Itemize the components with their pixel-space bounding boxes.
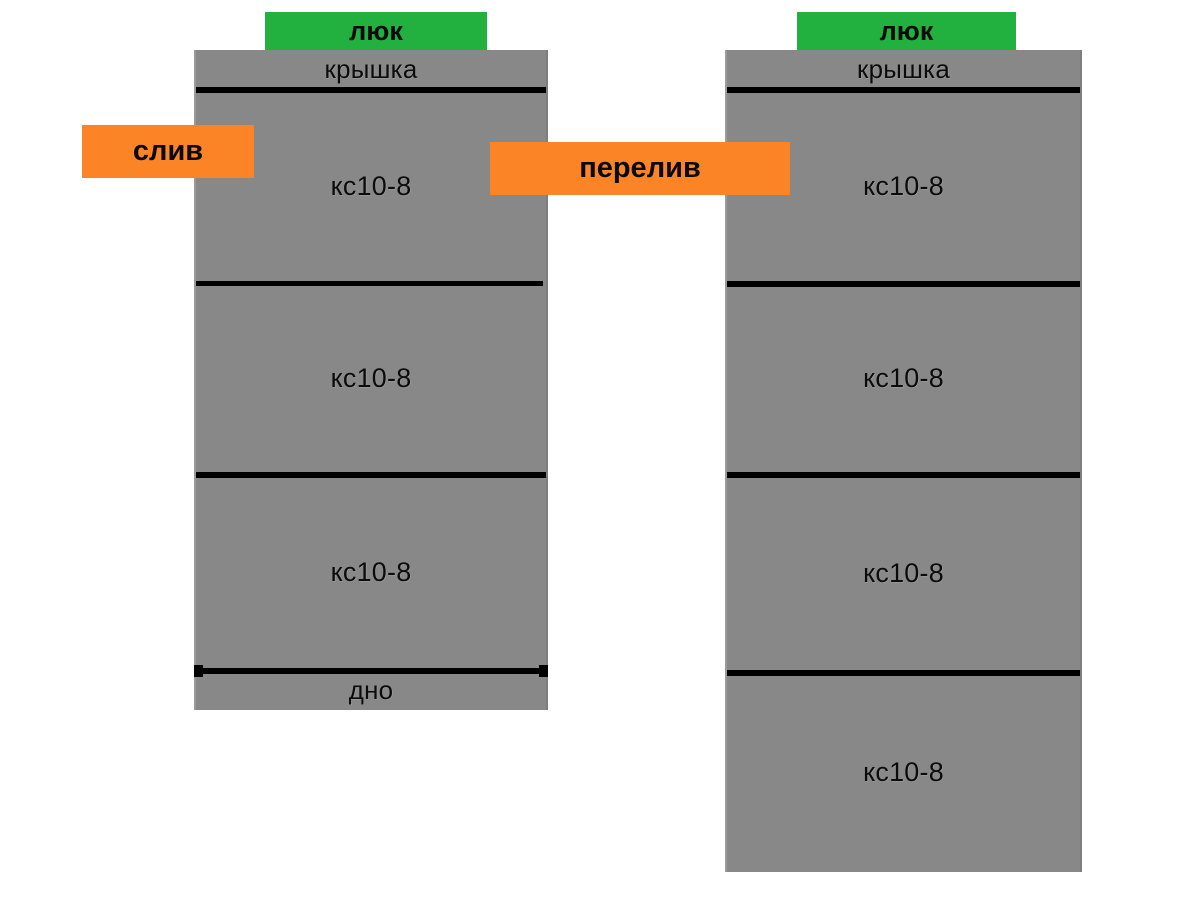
right-tank-ring-2-label: кс10-8 [863,363,944,393]
divider-nib-right [539,665,548,677]
right-tank-section-ring-2: кс10-8 [727,283,1080,474]
drain-pipe-label: слив [132,135,204,167]
right-tank-ring-3-label: кс10-8 [863,557,944,588]
right-tank-section-ring-4: кс10-8 [727,672,1080,872]
right-tank-cover-label: крышка [857,54,950,84]
left-tank-section-bottom: дно [196,670,546,710]
overflow-pipe-label: перелив [579,152,701,184]
left-tank-hatch-box[interactable]: люк [265,12,487,50]
right-tank-section-ring-1: кс10-8 [727,89,1080,283]
right-tank-ring-4-label: кс10-8 [863,756,944,787]
drain-pipe-box[interactable]: слив [82,125,254,178]
right-tank-divider-1 [727,281,1080,287]
left-tank-hatch-label: люк [349,15,403,46]
left-tank-cover-label: крышка [324,54,418,84]
right-tank-ring-1-label: кс10-8 [863,170,944,201]
top-right-notch [1082,0,1200,10]
right-tank-hatch-label: люк [879,15,934,46]
left-tank-section-cover: крышка [196,50,546,89]
divider-nib-left [194,665,203,677]
left-tank-ring-2-label: кс10-8 [330,363,412,393]
left-tank-section-ring-2: кс10-8 [196,283,546,474]
left-tank-divider-2 [196,472,546,478]
left-tank-bottom-label: дно [348,674,394,705]
right-tank-hatch-box[interactable]: люк [797,12,1016,50]
left-tank-section-ring-3: кс10-8 [196,474,546,670]
overflow-pipe-box[interactable]: перелив [490,142,790,195]
left-tank-divider-1 [196,281,543,286]
right-tank-divider-2 [727,472,1080,478]
left-tank-ring-1-label: кс10-8 [330,170,412,201]
right-tank-section-cover: крышка [727,50,1080,89]
left-tank-section-ring-1: кс10-8 [196,89,546,283]
right-tank-section-ring-3: кс10-8 [727,474,1080,672]
left-tank-ring-3-label: кс10-8 [330,556,412,587]
left-tank-divider-bottom [194,665,548,677]
right-tank-divider-3 [727,670,1080,676]
right-tank-divider-cover [727,87,1080,93]
left-tank-divider-cover [196,87,546,93]
